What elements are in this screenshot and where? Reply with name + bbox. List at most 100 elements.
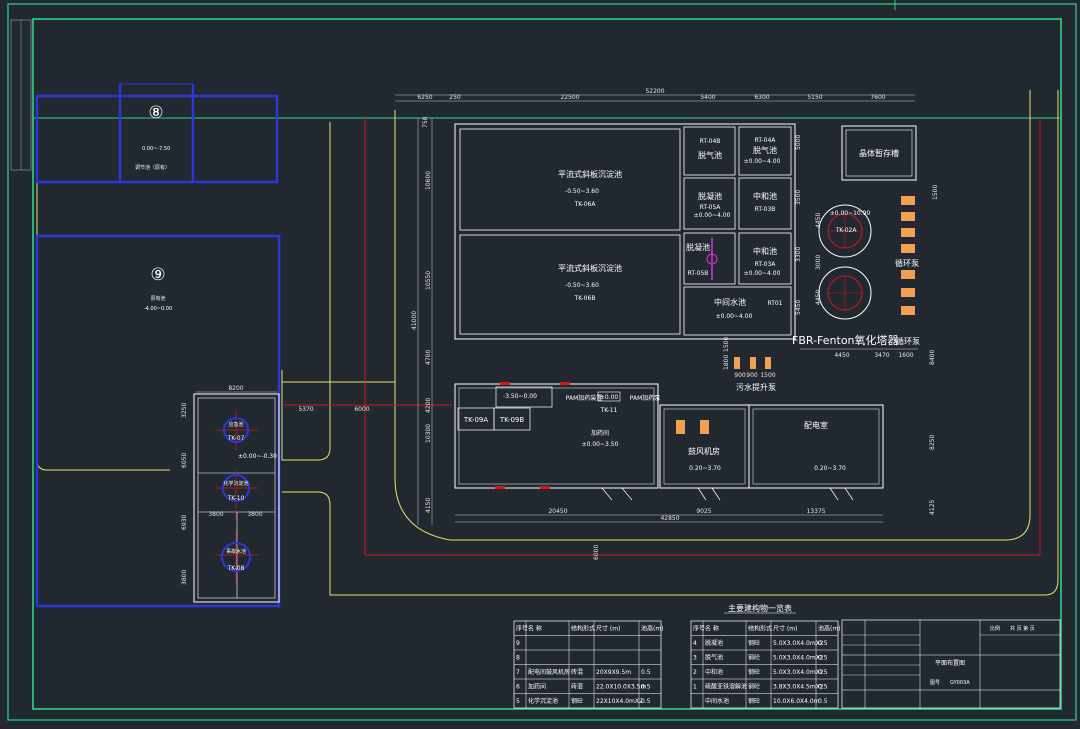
table-left-cell: 砖混 (571, 668, 583, 676)
table-left-header: 名 称 (528, 625, 542, 633)
tk10-elev: ±0.00~-0.30 (238, 453, 277, 460)
power-room: 配电室 0.20~3.70 (748, 404, 884, 501)
pam-label: PAM加药装置 (566, 394, 603, 402)
tk09a-id: TK-09A (463, 416, 489, 424)
sed-tank-block: 平流式斜板沉淀池 -0.50~3.60 TK-06A 平流式斜板沉淀池 -0.5… (454, 123, 802, 340)
ldim-0: 750 (422, 116, 429, 128)
pam2-label: PAM加药泵 (630, 394, 661, 402)
tk10-id: TK-10 (227, 495, 245, 502)
ldim-1: 10600 (425, 171, 432, 190)
sdim-6: 900 (746, 372, 758, 379)
table-left-cell: 0.5 (641, 698, 651, 705)
main-left-dims: 750 10600 10550 41000 4700 4200 10300 41… (411, 116, 433, 525)
table-right-cell: 中和池 (705, 668, 723, 676)
table-right-cell: 10.0X6.0X4.0m (773, 698, 820, 705)
sdim-7: 1500 (760, 372, 775, 379)
table-left-cell: 5 (516, 698, 520, 705)
chem-house-label: 加药间 (591, 429, 609, 437)
tk11-top: -3.50~0.00 (503, 393, 537, 400)
zone-8: ⑧ 0.00~-7.50 调节池（原有） (35, 83, 279, 184)
zone8-name: 调节池（原有） (135, 164, 170, 171)
drawing-no: GY003A (950, 680, 970, 686)
tk06a-name: 平流式斜板沉淀池 (558, 169, 622, 179)
table-right-cell: 钢砼 (748, 639, 760, 647)
zone9-label: ⑨ (150, 265, 165, 285)
topdim-5: 5150 (807, 94, 822, 101)
rdim-8: 8400 (929, 350, 936, 365)
rt04a-id: RT-04A (755, 137, 777, 144)
rt05a-id: RT-05A (700, 204, 722, 211)
tkdim-3: 3800 (181, 570, 188, 585)
rt03a-elev: ±0.00~4.00 (744, 270, 781, 277)
dim-3800a: 3800 (208, 511, 223, 518)
rt05b-id: RT-05B (688, 270, 709, 277)
scale-label: 比例 (990, 625, 1000, 632)
rt03b-name: 中和池 (753, 191, 777, 201)
table-right-cell: 0.5 (818, 640, 828, 647)
rdim-6: 4450 (815, 290, 822, 305)
table-left-header: 池高(m) (641, 625, 664, 633)
rt05a-name: 脱凝池 (698, 191, 722, 201)
table-right-cell: 0.5 (818, 669, 828, 676)
table-left-cell: 砖混 (571, 683, 583, 691)
table-right-cell: 钢砼 (748, 697, 760, 705)
tk06a-elev: -0.50~3.60 (565, 188, 599, 195)
blower-elev: 0.20~3.70 (689, 465, 721, 472)
dim-5370: 5370 (298, 406, 313, 413)
tk06b-elev: -0.50~3.60 (565, 282, 599, 289)
rdim-9: 8250 (929, 435, 936, 450)
table-right-cell: 3 (693, 655, 697, 662)
table-right-cell: 脱凝池 (705, 639, 723, 647)
dim-13375: 13375 (806, 508, 825, 515)
rdim-1: 3500 (795, 190, 802, 205)
table-left-header: 序号 (516, 625, 528, 633)
rdim-5: 3000 (815, 255, 822, 270)
dim-42850: 42850 (660, 515, 679, 522)
rt05a-elev: ±0.00~4.00 (694, 212, 731, 219)
grid-8200-label: 8200 (228, 385, 243, 392)
dim-20450: 20450 (548, 508, 567, 515)
rt05b-name: 脱凝池 (686, 242, 710, 252)
tkdim-2: 6930 (181, 515, 188, 530)
table-right-cell: 中间水池 (705, 697, 729, 705)
rdim-4: 4450 (815, 213, 822, 228)
table-left-cell: 22X10X4.0mX2 (596, 698, 643, 705)
rt01-elev: ±0.00~4.00 (716, 313, 753, 320)
topdim-3: 5400 (700, 94, 715, 101)
red-pipelines (282, 118, 1041, 556)
inner-frame (32, 18, 1062, 710)
rdim-7: 1500 (932, 185, 939, 200)
table-right-cell: 5.0X3.0X4.0mX2 (773, 640, 824, 647)
tk07-name: 应急池 (228, 421, 243, 428)
table-right-cell: 5.0X3.0X4.0mX2 (773, 669, 824, 676)
rt03b-id: RT-03B (755, 206, 776, 213)
rt01-name: 中间水池 (714, 297, 746, 307)
tk09b-id: TK-09B (499, 416, 525, 424)
rt04a-elev: ±0.00~4.00 (744, 158, 781, 165)
tk08-id: TK-08 (227, 565, 245, 572)
table-right-cell: 硫酸亚铁溶解池 (705, 683, 747, 691)
tk02a-id: TK-02A (835, 227, 858, 234)
table-left-cell: 0.5 (641, 669, 651, 676)
blower-room: 鼓风机房 0.20~3.70 (659, 404, 750, 501)
rt03a-id: RT-03A (755, 261, 777, 268)
ldim-4: 4700 (425, 350, 432, 365)
tkdim-0: 3250 (181, 403, 188, 418)
topdim-4: 6300 (754, 94, 769, 101)
table-right-cell: 0.5 (818, 698, 828, 705)
table-left-cell: 配电间鼓风机房 (528, 668, 570, 676)
table-left-cell: 6 (516, 684, 520, 691)
ldim-7: 4150 (425, 498, 432, 513)
tk11-id: TK-11 (600, 407, 618, 414)
rt04b-id: RT-04B (700, 138, 721, 145)
zone8-elev: 0.00~-7.50 (142, 146, 170, 152)
table-left-cell: 化学沉淀池 (528, 697, 558, 705)
table-right-cell: 钢砼 (748, 654, 760, 662)
topdim-2: 22500 (560, 94, 579, 101)
topdim-1: 250 (449, 94, 461, 101)
fenton-label: FBR-Fenton氧化塔器 (792, 333, 899, 347)
table-right-cell: 脱气池 (705, 654, 723, 662)
dim-3800b: 3800 (247, 511, 262, 518)
